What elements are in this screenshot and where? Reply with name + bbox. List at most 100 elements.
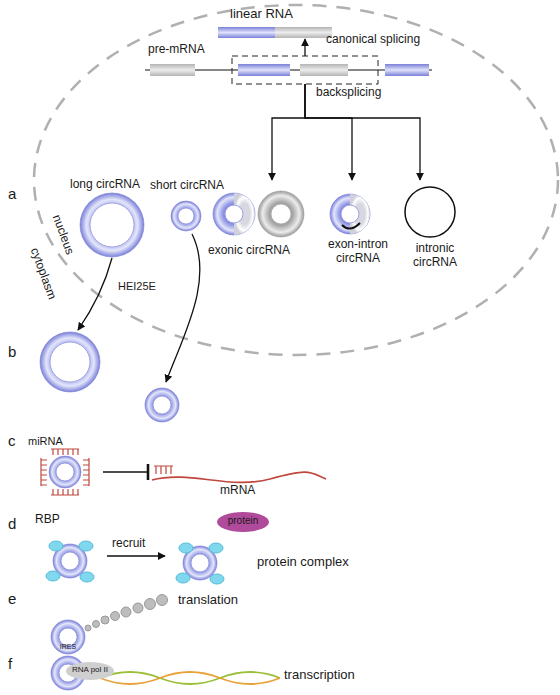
node-label: miRNA (28, 435, 63, 448)
node-label: IRES (51, 643, 85, 651)
circrna-group: exon-intron circRNA (318, 180, 398, 270)
ring-hole (50, 342, 90, 382)
rbp-blob (176, 573, 190, 583)
mrna-target: mRNA (148, 462, 328, 502)
rbp-blob (46, 571, 60, 581)
peptide-bead (85, 625, 91, 631)
panel-letter: d (8, 515, 16, 532)
process-label: translation (178, 593, 238, 608)
mirna-sponge: miRNA (28, 438, 103, 500)
panel-letter: e (8, 590, 16, 607)
linear-rna: linear RNA (216, 26, 334, 39)
ring-hole (90, 203, 134, 247)
edge-label: backsplicing (316, 86, 381, 100)
circrna-ring (258, 191, 304, 237)
ring-hole (271, 204, 291, 224)
polymerase-ellipse: RNA pol II (66, 662, 114, 680)
circrna-ring (330, 194, 370, 234)
node-label: exonic circRNA (208, 244, 290, 258)
edge-label: canonical splicing (326, 33, 420, 47)
circrna-ring (49, 456, 81, 488)
node-label: protein complex (257, 555, 349, 570)
intron-segment (150, 64, 195, 76)
intron-segment (300, 64, 348, 76)
mirna-comb (154, 466, 173, 474)
rbp-blob (209, 543, 223, 553)
ring-hole (225, 205, 243, 223)
exon-segment (238, 64, 290, 76)
ring-hole (56, 463, 74, 481)
ring-hole (178, 208, 194, 224)
panel-letter: c (8, 432, 16, 449)
protein-ellipse: protein (217, 512, 269, 532)
rbp-blob (79, 541, 93, 551)
process-label: transcription (284, 668, 355, 683)
panel-letter: a (8, 185, 16, 202)
peptide-bead (121, 607, 131, 617)
peptide-bead (93, 621, 100, 628)
circrna-ring (51, 620, 85, 654)
circrna-group: intronic circRNA (400, 180, 470, 270)
node-label: short circRNA (150, 179, 224, 193)
mirna-comb (83, 458, 89, 486)
circrna-ring (145, 388, 179, 422)
dna-strand (100, 672, 280, 684)
mirna-comb (51, 489, 79, 495)
peptide-bead (111, 612, 120, 621)
rbp-blob (80, 572, 94, 582)
edge-label: recruit (112, 537, 145, 551)
circrna-ring (213, 193, 255, 235)
compartment-label: nucleus (49, 213, 76, 257)
inhibition-connector (103, 471, 148, 472)
rbp-circrna: RBP (35, 513, 107, 595)
peptide-bead (145, 599, 156, 610)
ring-hole (191, 554, 209, 572)
node-label: RNA pol II (66, 665, 114, 674)
dna-strand (100, 672, 280, 684)
mirna-comb (51, 449, 79, 455)
arrow-connector (107, 555, 165, 556)
node-label: exon-intron circRNA (318, 238, 398, 266)
node-label: long circRNA (70, 178, 140, 192)
export-arrow (78, 258, 112, 330)
panel-letter: f (8, 655, 12, 672)
circrna-ring (171, 201, 201, 231)
peptide-bead (133, 603, 143, 613)
node-label: RBP (35, 513, 60, 527)
intronic-ring (405, 187, 455, 237)
exon-segment (385, 64, 429, 76)
node-label: intronic circRNA (400, 242, 470, 270)
arrow-connector (305, 84, 420, 180)
ring-hole (341, 205, 359, 223)
factor-label: HEI25E (118, 280, 156, 293)
node-label: protein (217, 515, 269, 527)
export-arrow (166, 234, 200, 382)
circrna-group: short circRNA exonic circRNA (150, 180, 310, 262)
intron-segment (275, 27, 332, 38)
peptide-bead (157, 595, 168, 606)
ires-circrna: IRES (51, 620, 85, 654)
rbp-blob (179, 543, 193, 553)
node-label: linear RNA (230, 7, 293, 22)
rbp-blob (210, 574, 224, 584)
circrna-ring (80, 193, 144, 257)
pre-mrna: pre-mRNA (145, 56, 433, 84)
protein-complex: proteinprotein complex (165, 508, 345, 593)
node-label: mRNA (220, 484, 255, 498)
arrow-connector (272, 84, 305, 180)
rbp-blob (49, 541, 63, 551)
arrow-connector (304, 39, 305, 56)
retained-intron (342, 223, 360, 229)
mirna-comb (41, 458, 47, 486)
circrna-ring (40, 332, 100, 392)
exon-segment (218, 27, 275, 38)
selection-bracket (232, 56, 378, 84)
nucleus-boundary (34, 5, 558, 355)
node-label: pre-mRNA (148, 43, 205, 57)
ring-hole (61, 552, 79, 570)
circrna-group: long circRNA (70, 178, 160, 260)
mrna-strand (152, 472, 326, 482)
ring-hole (153, 396, 171, 414)
